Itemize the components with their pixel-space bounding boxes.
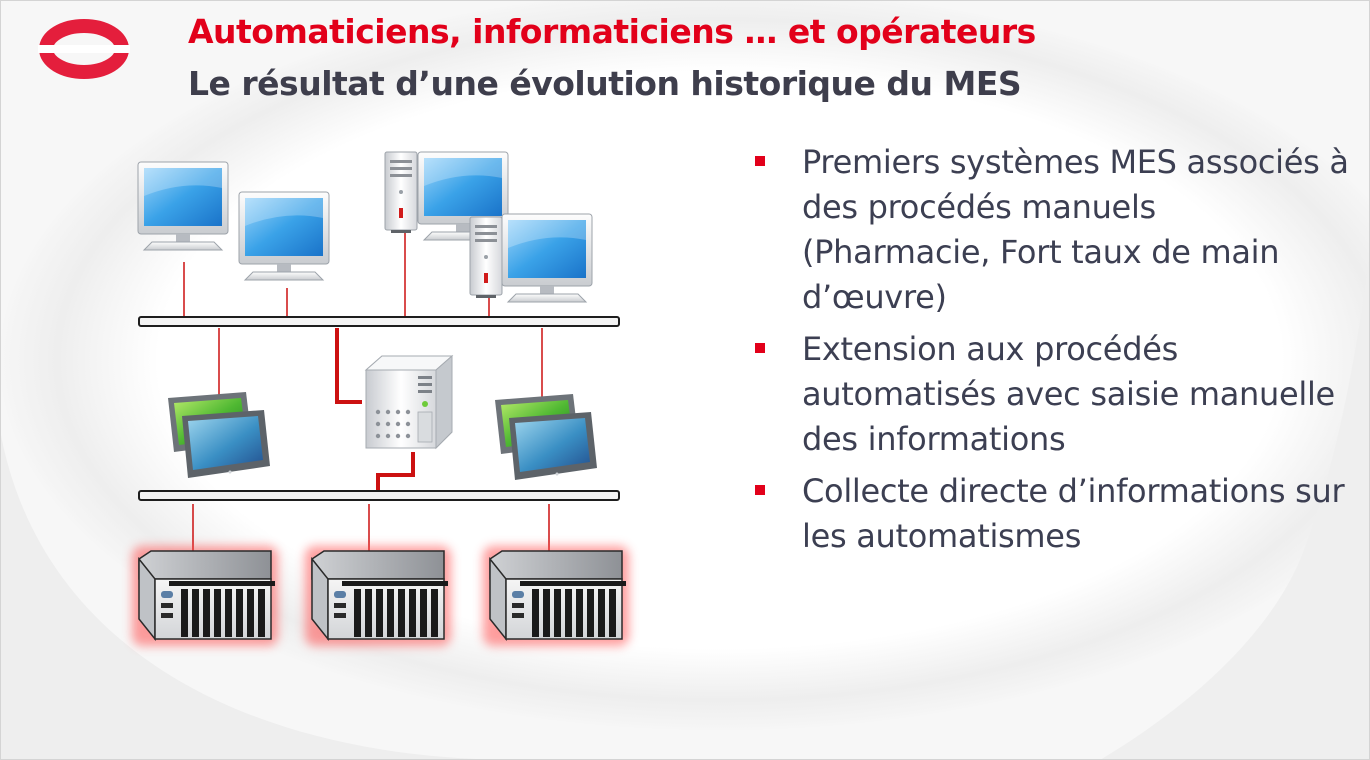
desktop-monitor-icon xyxy=(238,191,330,281)
red-ring-logo xyxy=(38,19,130,79)
hmi-panel-icon xyxy=(168,392,270,478)
plc-unit-icon xyxy=(305,546,451,646)
square-bullet-icon xyxy=(755,485,765,495)
hmi-panel-icon xyxy=(495,394,597,480)
plc-unit-icon xyxy=(483,546,629,646)
slide-subtitle: Le résultat d’une évolution historique d… xyxy=(188,64,1022,103)
server-links xyxy=(335,328,415,490)
plc-unit-icon xyxy=(132,546,278,646)
square-bullet-icon xyxy=(755,343,765,353)
bullet-item: Extension aux procédés automatisés avec … xyxy=(750,327,1350,462)
network-bus-lower xyxy=(138,490,620,501)
server-icon xyxy=(364,354,454,450)
desktop-monitor-icon xyxy=(137,161,229,251)
slide-title: Automaticiens, informaticiens … et opéra… xyxy=(188,12,1036,51)
network-bus-upper xyxy=(138,316,620,327)
bullet-text: Collecte directe d’informations sur les … xyxy=(802,472,1345,555)
network-links xyxy=(183,230,550,552)
bullet-item: Premiers systèmes MES associés à des pro… xyxy=(750,140,1350,320)
bullet-text: Premiers systèmes MES associés à des pro… xyxy=(802,143,1349,316)
square-bullet-icon xyxy=(755,156,765,166)
workstation-tower-icon xyxy=(469,213,593,303)
network-diagram xyxy=(132,151,629,646)
bullet-text: Extension aux procédés automatisés avec … xyxy=(802,330,1335,458)
bullet-list: Premiers systèmes MES associés à des pro… xyxy=(750,140,1350,566)
bullet-item: Collecte directe d’informations sur les … xyxy=(750,469,1350,559)
